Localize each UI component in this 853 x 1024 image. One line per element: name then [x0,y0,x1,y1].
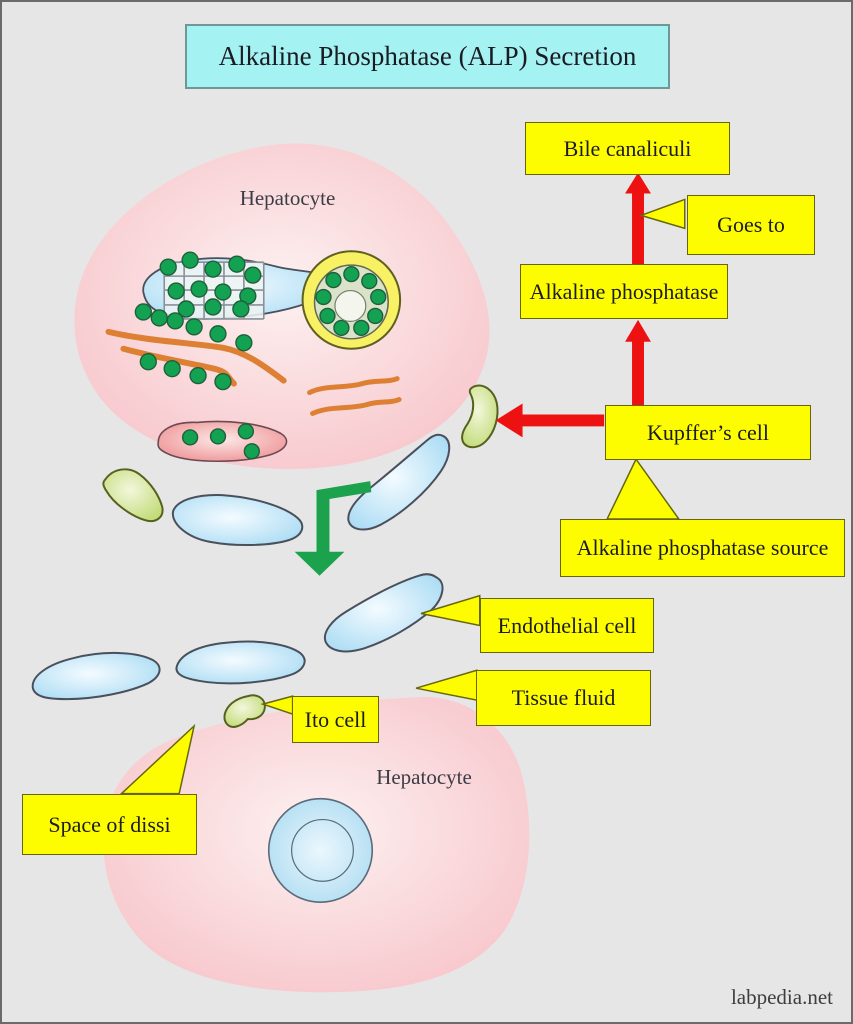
label-alkaline-phosphatase: Alkaline phosphatase [520,264,728,319]
arrow-kupffer-to-cell [495,403,605,438]
label-goes-to: Goes to [687,195,815,255]
nucleus-top-hepatocyte [301,250,402,350]
label-ito-cell: Ito cell [292,696,379,743]
nucleus-bottom-hepatocyte [267,797,374,903]
hepatocyte-bottom-label: Hepatocyte [376,764,472,789]
label-alp-source: Alkaline phosphatase source [560,519,845,577]
endothelial-cell-shape [171,494,304,547]
label-kupffer-cell: Kupffer’s cell [605,405,811,460]
watermark: labpedia.net [730,985,833,1009]
callout-tail-goes-to [638,198,686,230]
label-space-of-disse: Space of dissi [22,794,197,855]
diagram-title: Alkaline Phosphatase (ALP) Secretion [185,24,670,89]
green-flow-arrow [294,481,372,576]
arrow-alp-to-bile-canaliculi [625,172,651,266]
mitochondrion-granules [181,423,260,460]
label-endothelial-cell: Endothelial cell [480,598,654,653]
endothelial-cell-shape [31,651,161,701]
smooth-er-strands [307,376,402,416]
endothelial-cell-shape [175,640,306,685]
kupffer-cell-shape [102,468,164,523]
hepatocyte-top-label: Hepatocyte [239,185,336,210]
er-granules [159,251,262,318]
rough-er-strands [105,303,287,391]
label-bile-canaliculi: Bile canaliculi [525,122,730,175]
label-tissue-fluid: Tissue fluid [476,670,651,726]
callout-tail-tissue-fluid [415,669,478,702]
kupffer-cell-shape [461,384,499,449]
endothelial-cell-shape [347,433,451,531]
callout-tail-ito-cell [260,695,294,716]
callout-tail-endothelial [420,594,481,627]
callout-tail-alp-source [605,457,681,520]
callout-tail-space-of-disse [119,723,196,795]
ito-cell-shape [223,694,266,728]
arrow-kupffer-to-alp [625,319,651,406]
